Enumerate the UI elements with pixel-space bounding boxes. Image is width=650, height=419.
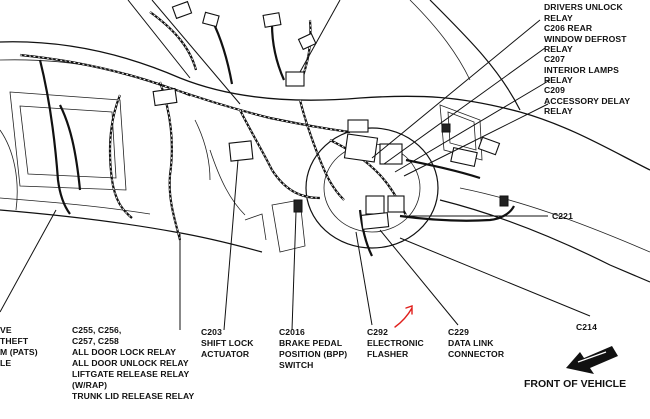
label-line: C2016	[279, 327, 305, 337]
label-line: ALL DOOR UNLOCK RELAY	[72, 358, 189, 368]
label-line: SWITCH	[279, 360, 314, 370]
label-line: BRAKE PEDAL	[279, 338, 342, 348]
label-line: RELAY	[544, 106, 573, 116]
label-door-lock: C255, C256, C257, C258 ALL DOOR LOCK REL…	[72, 325, 194, 401]
connectors	[152, 0, 509, 230]
label-line: CONNECTOR	[448, 349, 505, 359]
front-of-vehicle-arrow-icon	[566, 346, 618, 374]
dashboard-outline	[0, 0, 650, 283]
label-line: C206 REAR	[544, 23, 593, 33]
label-line: RELAY	[544, 44, 573, 54]
label-line: DRIVERS UNLOCK	[544, 2, 623, 12]
label-line: DATA LINK	[448, 338, 494, 348]
leader-lines	[0, 0, 591, 331]
label-line: POSITION (BPP)	[279, 349, 347, 359]
red-annotation-arrow	[394, 305, 413, 328]
label-top-right: DRIVERS UNLOCK RELAY C206 REAR WINDOW DE…	[544, 2, 630, 116]
label-flasher: C292 ELECTRONIC FLASHER	[367, 327, 424, 359]
label-line: M (PATS)	[0, 347, 38, 357]
label-line: C229	[448, 327, 469, 337]
label-line: RELAY	[544, 13, 573, 23]
label-line: VE	[0, 325, 12, 335]
label-line: ALL DOOR LOCK RELAY	[72, 347, 176, 357]
label-line: C257, C258	[72, 336, 119, 346]
label-line: ACCESSORY DELAY	[544, 96, 630, 106]
label-brake-pedal: C2016 BRAKE PEDAL POSITION (BPP) SWITCH	[279, 327, 347, 370]
label-front-of-vehicle: FRONT OF VEHICLE	[524, 378, 626, 390]
label-line: THEFT	[0, 336, 29, 346]
label-line: WINDOW DEFROST	[544, 34, 627, 44]
label-line: C255, C256,	[72, 325, 121, 335]
label-line: INTERIOR LAMPS	[544, 65, 619, 75]
label-line: C203	[201, 327, 222, 337]
label-line: C209	[544, 85, 565, 95]
label-line: ELECTRONIC	[367, 338, 424, 348]
label-c221: C221	[552, 211, 573, 221]
label-line: FLASHER	[367, 349, 409, 359]
label-line: SHIFT LOCK	[201, 338, 254, 348]
label-line: LIFTGATE RELEASE RELAY	[72, 369, 189, 379]
label-data-link: C229 DATA LINK CONNECTOR	[448, 327, 505, 359]
label-line: ACTUATOR	[201, 349, 250, 359]
label-line: C292	[367, 327, 388, 337]
label-line: RELAY	[544, 75, 573, 85]
label-c214: C214	[576, 322, 597, 332]
label-line: TRUNK LID RELEASE RELAY	[72, 391, 194, 401]
label-left-edge: VE THEFT M (PATS) LE	[0, 325, 38, 368]
label-line: (W/RAP)	[72, 380, 107, 390]
label-line: C207	[544, 54, 565, 64]
label-line: LE	[0, 358, 11, 368]
label-shift-lock: C203 SHIFT LOCK ACTUATOR	[201, 327, 254, 359]
